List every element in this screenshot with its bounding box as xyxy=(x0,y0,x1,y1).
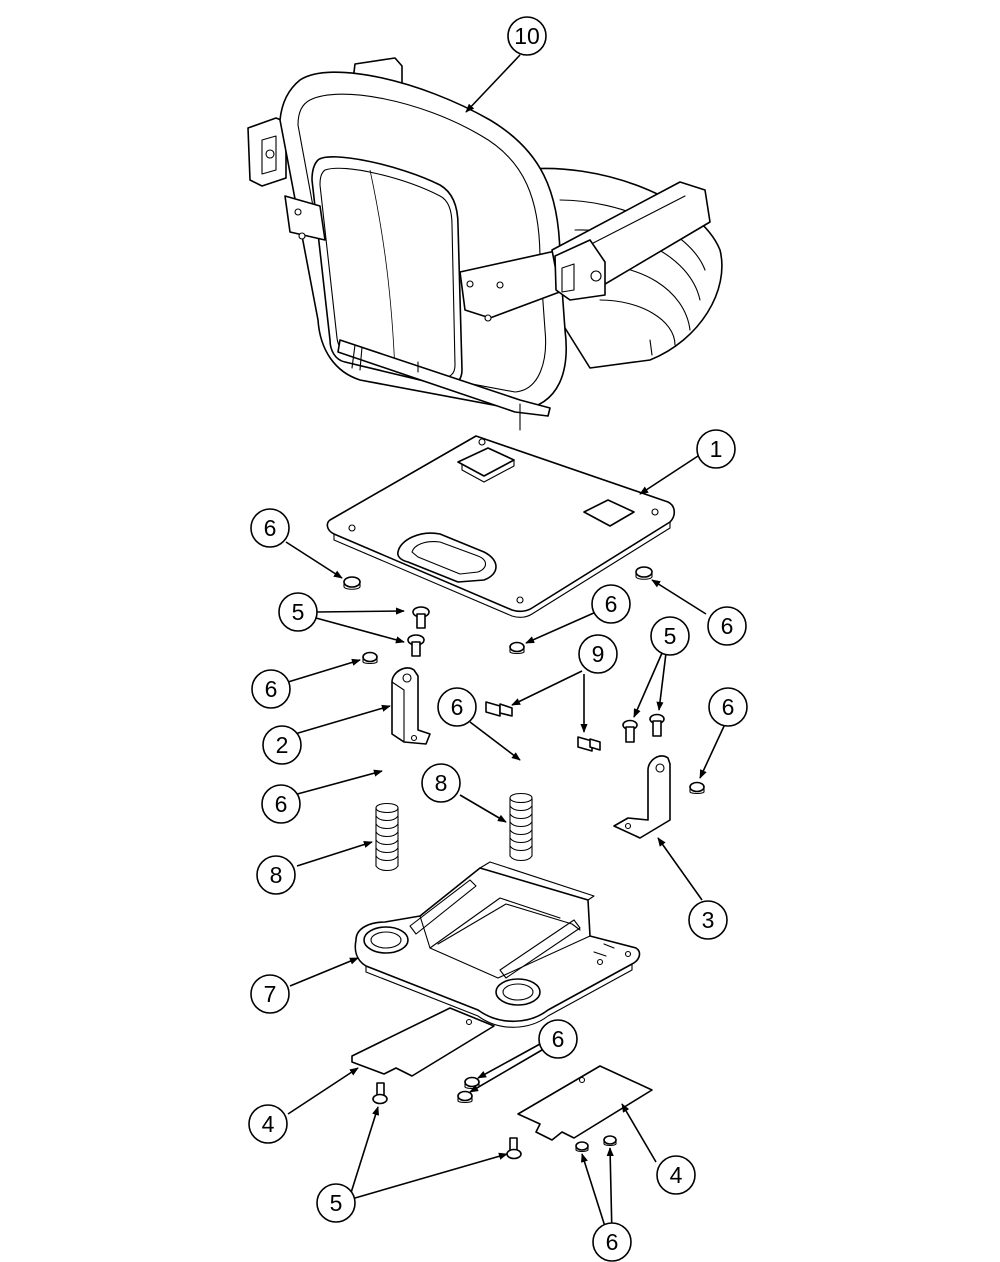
svg-text:7: 7 xyxy=(264,981,277,1007)
flange-nut xyxy=(464,1076,480,1090)
callout-8: 8 xyxy=(421,763,461,803)
carriage-bolt xyxy=(412,606,430,629)
callout-10: 10 xyxy=(507,16,547,56)
svg-text:10: 10 xyxy=(514,23,540,49)
cover-plate-left xyxy=(351,1007,495,1077)
callout-1: 1 xyxy=(696,429,736,469)
svg-text:6: 6 xyxy=(552,1026,565,1052)
svg-text:5: 5 xyxy=(330,1190,343,1216)
callout-8: 8 xyxy=(256,855,296,895)
svg-text:6: 6 xyxy=(264,515,277,541)
carriage-bolt xyxy=(372,1082,388,1105)
svg-text:9: 9 xyxy=(592,641,605,667)
callout-5: 5 xyxy=(278,592,318,632)
callout-7: 7 xyxy=(250,974,290,1014)
flange-nut xyxy=(689,781,705,795)
bracket-right xyxy=(613,755,671,839)
svg-text:2: 2 xyxy=(276,732,289,758)
leader-lines xyxy=(285,54,726,1237)
callout-6: 6 xyxy=(592,1222,632,1262)
callout-6: 6 xyxy=(591,584,631,624)
svg-text:4: 4 xyxy=(670,1162,683,1188)
seat-base-pan xyxy=(354,861,641,1028)
callout-4: 4 xyxy=(656,1155,696,1195)
callout-5: 5 xyxy=(650,616,690,656)
callout-balloons: 10 1 6 6 5 6 5 9 6 2 6 6 xyxy=(248,16,748,1262)
flange-nut xyxy=(362,651,378,665)
flange-nut xyxy=(509,641,525,655)
flange-nut xyxy=(603,1135,617,1147)
svg-text:6: 6 xyxy=(606,1229,619,1255)
flange-nut xyxy=(457,1090,473,1104)
callout-6: 6 xyxy=(538,1019,578,1059)
svg-text:3: 3 xyxy=(702,907,715,933)
svg-text:6: 6 xyxy=(605,591,618,617)
carriage-bolt xyxy=(407,634,425,657)
svg-text:5: 5 xyxy=(292,599,305,625)
seat-assembly xyxy=(247,57,723,431)
seat-mounting-plate xyxy=(326,435,676,618)
spring-right xyxy=(509,792,533,862)
svg-text:6: 6 xyxy=(275,791,288,817)
callout-5: 5 xyxy=(316,1183,356,1223)
flange-nut xyxy=(343,576,361,590)
callout-6: 6 xyxy=(708,687,748,727)
flange-nut xyxy=(575,1141,589,1153)
spring-left xyxy=(375,802,399,872)
carriage-bolt xyxy=(622,719,638,743)
flange-nut xyxy=(635,566,653,580)
carriage-bolt xyxy=(506,1137,522,1160)
callout-6: 6 xyxy=(437,687,477,727)
callout-6: 6 xyxy=(261,784,301,824)
svg-text:1: 1 xyxy=(710,436,723,462)
svg-text:6: 6 xyxy=(721,613,734,639)
svg-text:8: 8 xyxy=(435,770,448,796)
cover-plate-right xyxy=(517,1065,653,1141)
shoulder-bolt xyxy=(577,736,601,752)
callout-9: 9 xyxy=(578,634,618,674)
callout-6: 6 xyxy=(707,606,747,646)
carriage-bolt xyxy=(649,713,665,737)
callout-6: 6 xyxy=(250,508,290,548)
hardware-nuts-bolts xyxy=(343,566,705,1160)
svg-text:5: 5 xyxy=(664,623,677,649)
callout-6: 6 xyxy=(251,669,291,709)
shoulder-bolt xyxy=(485,701,513,717)
svg-text:6: 6 xyxy=(451,694,464,720)
bracket-left xyxy=(391,667,431,745)
callout-2: 2 xyxy=(262,725,302,765)
svg-text:6: 6 xyxy=(722,694,735,720)
svg-text:8: 8 xyxy=(270,862,283,888)
callout-4: 4 xyxy=(248,1104,288,1144)
callout-3: 3 xyxy=(688,900,728,940)
svg-text:4: 4 xyxy=(262,1111,275,1137)
svg-text:6: 6 xyxy=(265,676,278,702)
